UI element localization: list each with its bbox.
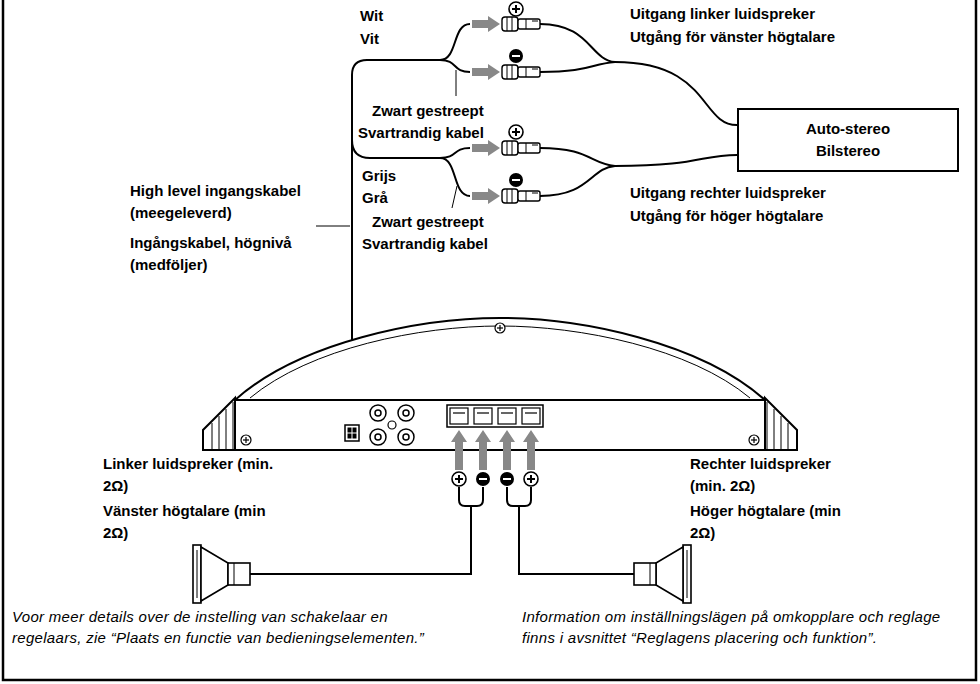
wire-label: Zwart gestreept	[372, 211, 484, 233]
stereo-box: Auto-stereoBilstereo	[737, 108, 959, 172]
wire-color: Grijs	[362, 165, 396, 187]
speaker-label: Rechter luidspreker (min. 2Ω)	[690, 453, 865, 497]
cable-label: Ingångskabel, högnivå (medföljer)	[130, 232, 315, 276]
output-label: Uitgang linker luidspreker	[630, 3, 815, 25]
amplifier	[203, 318, 797, 450]
speaker-label: Höger högtalare (min 2Ω)	[690, 500, 865, 544]
note-text: Voor meer details over de instelling van…	[12, 607, 452, 648]
wire-label: Svartrandig kabel	[358, 122, 484, 144]
output-label: Utgång för vänster högtalare	[630, 26, 835, 48]
right-speaker	[634, 545, 691, 603]
wire-color: Vit	[360, 28, 379, 50]
left-speaker	[193, 545, 250, 603]
wire-label: Zwart gestreept	[372, 100, 484, 122]
terminal-arrows	[451, 430, 539, 486]
wire-color: Grå	[362, 187, 388, 209]
wire-color: Wit	[360, 5, 383, 27]
output-label: Uitgang rechter luidspreker	[630, 182, 826, 204]
output-label: Utgång för höger högtalare	[630, 205, 823, 227]
box-text: Auto-stereo	[806, 118, 890, 140]
speaker-wire	[250, 487, 634, 574]
box-text: Bilstereo	[816, 140, 880, 162]
wire-label: Svartrandig kabel	[362, 233, 488, 255]
speaker-output-wire	[540, 24, 737, 196]
speaker-label: Vänster högtalare (min 2Ω)	[103, 500, 278, 544]
note-text: Information om inställningslägen på omko…	[522, 607, 970, 648]
cable-label: High level ingangskabel (meegeleverd)	[130, 180, 315, 224]
leader-line	[316, 70, 457, 226]
frame-border	[3, 0, 976, 680]
speaker-label: Linker luidspreker (min. 2Ω)	[103, 453, 278, 497]
